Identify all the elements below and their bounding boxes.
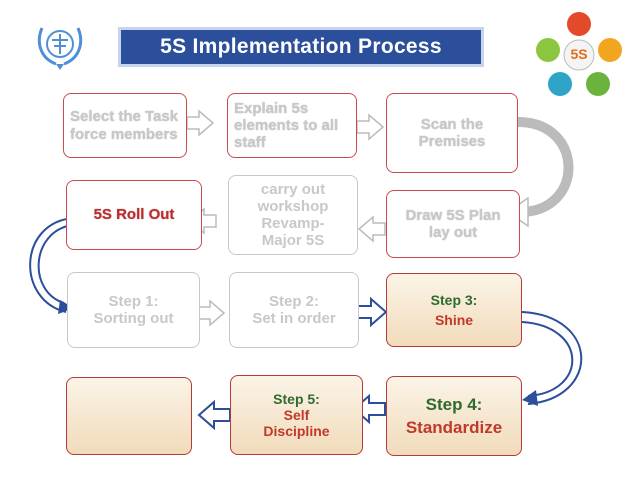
arrow-row1-b [356,113,385,141]
box-step3-shine: Step 3: Shine [386,273,522,347]
arrow-step5-to-blank [197,399,231,431]
step5-label: Step 5: [273,390,320,407]
arrow-row2-left [357,215,386,243]
box-text: Scan the Premises [418,115,486,150]
step1-name: Sorting out [93,310,174,327]
arrow-step2-to-step3 [354,296,388,328]
box-select-task-force: Select the Task force members [63,93,187,158]
box-text: Draw 5S Plan lay out [405,206,501,241]
box-step1-sorting-out: Step 1: Sorting out [67,272,200,348]
box-text: 5S Roll Out [93,206,175,224]
curve-arrow-right [521,311,583,405]
step3-label: Step 3: [430,292,478,309]
box-text: carry out workshop Revamp- Major 5S [257,180,329,250]
wfp-laurel-logo [32,18,88,72]
arrow-row3-a [197,299,226,327]
step4-label: Step 4: [425,394,483,414]
step3-name: Shine [434,311,474,328]
box-scan-premises: Scan the Premises [386,93,518,173]
box-carry-out-workshop: carry out workshop Revamp- Major 5S [228,175,358,255]
box-blank-final [66,377,192,455]
curve-arrow-right-top [517,117,574,217]
box-draw-5s-plan: Draw 5S Plan lay out [386,190,520,258]
step4-name: Standardize [405,417,503,437]
box-5s-roll-out: 5S Roll Out [66,180,202,250]
box-step5-self-discipline: Step 5: Self Discipline [230,375,363,455]
5s-badge-graphic: 5S [534,10,624,100]
box-step4-standardize: Step 4: Standardize [386,376,522,456]
badge-center-text: 5S [570,46,588,62]
step5-name-line2: Discipline [263,423,330,440]
box-explain-elements: Explain 5s elements to all staff [227,93,357,158]
step2-name: Set in order [252,310,336,327]
arrow-row1-a [186,109,215,137]
step5-name-line1: Self [283,406,310,423]
step2-label: Step 2: [268,292,319,310]
page-title: 5S Implementation Process [118,27,484,67]
box-text: Explain 5s elements to all staff [234,99,339,152]
curve-arrow-left [29,217,75,313]
box-step2-set-in-order: Step 2: Set in order [229,272,359,348]
box-text: Select the Task force members [70,108,179,143]
step1-label: Step 1: [108,292,159,310]
